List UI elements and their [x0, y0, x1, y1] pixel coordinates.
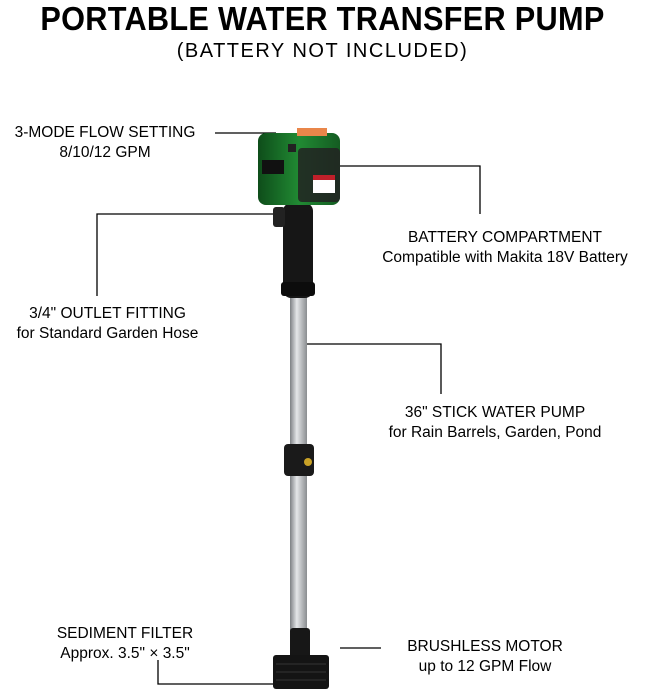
callout-battery-title: BATTERY COMPARTMENT — [407, 229, 603, 246]
outlet-line — [96, 213, 278, 296]
callout-motor-title: BRUSHLESS MOTOR — [407, 638, 563, 655]
callout-outlet: 3/4" OUTLET FITTING for Standard Garden … — [0, 304, 215, 344]
callout-flow: 3-MODE FLOW SETTING 8/10/12 GPM — [0, 123, 210, 163]
filter-line — [157, 660, 285, 685]
callout-flow-title: 3-MODE FLOW SETTING — [14, 124, 196, 141]
battery-label-stripe — [313, 175, 335, 180]
tube-coupling — [284, 444, 314, 476]
callout-filter-title: SEDIMENT FILTER — [56, 625, 194, 642]
handle-grip-collar — [281, 282, 315, 296]
callout-stick-detail: for Rain Barrels, Garden, Pond — [388, 424, 602, 441]
callout-battery-detail: Compatible with Makita 18V Battery — [382, 249, 628, 266]
callout-outlet-title: 3/4" OUTLET FITTING — [29, 305, 186, 322]
callout-flow-detail: 8/10/12 GPM — [59, 144, 151, 161]
battery-line — [312, 165, 481, 214]
motor-housing — [290, 628, 310, 658]
callout-motor: BRUSHLESS MOTOR up to 12 GPM Flow — [385, 637, 585, 677]
stick-line — [306, 343, 442, 394]
mode-switch — [288, 144, 296, 152]
brand-plate — [262, 160, 284, 174]
callout-lines — [96, 132, 481, 685]
filter-slots — [276, 663, 326, 681]
coupling-knob — [304, 458, 312, 466]
handle — [283, 203, 313, 298]
callout-stick: 36" STICK WATER PUMP for Rain Barrels, G… — [360, 403, 630, 443]
page-title: PORTABLE WATER TRANSFER PUMP — [40, 0, 605, 37]
callout-filter: SEDIMENT FILTER Approx. 3.5" × 3.5" — [30, 624, 220, 664]
callout-outlet-detail: for Standard Garden Hose — [16, 325, 199, 342]
callout-stick-title: 36" STICK WATER PUMP — [404, 404, 586, 421]
page-subtitle: (BATTERY NOT INCLUDED) — [176, 40, 469, 62]
warning-sticker — [297, 128, 327, 136]
callout-motor-detail: up to 12 GPM Flow — [418, 658, 552, 675]
callout-battery: BATTERY COMPARTMENT Compatible with Maki… — [360, 228, 645, 268]
callout-filter-detail: Approx. 3.5" × 3.5" — [60, 645, 190, 662]
outlet-fitting — [273, 207, 285, 227]
